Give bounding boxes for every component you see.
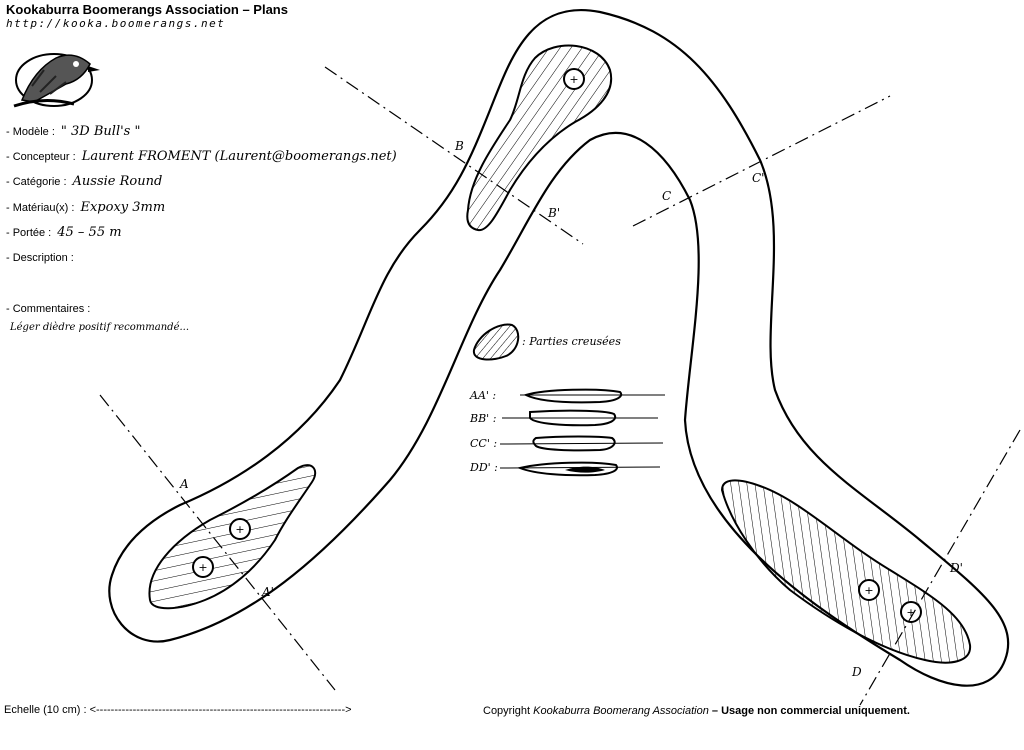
comment-text: Léger dièdre positif recommandé... <box>10 322 190 333</box>
cross-section-label-dd: DD' : <box>469 461 498 474</box>
scale-arrow: <---------------------------------------… <box>89 704 352 716</box>
plan-title: Kookaburra Boomerangs Association – Plan… <box>6 2 288 17</box>
copyright-usage: – Usage non commercial uniquement. <box>711 705 910 717</box>
section-label-d: D <box>851 665 862 679</box>
field-model-value: " 3D Bull's " <box>60 124 141 139</box>
section-label-d-prime: D' <box>949 561 963 575</box>
screw-hole-icon: + <box>858 579 880 601</box>
field-category: - Catégorie : Aussie Round <box>6 174 162 189</box>
svg-text:+: + <box>198 561 207 574</box>
copyright: Copyright Kookaburra Boomerang Associati… <box>483 705 910 717</box>
section-line-bb <box>324 66 584 245</box>
section-label-c-prime: C' <box>752 171 764 185</box>
svg-text:+: + <box>235 523 244 536</box>
screw-hole-icon: + <box>192 556 214 578</box>
cross-section-aa <box>523 388 623 404</box>
legend-hollow-label: : Parties creusées <box>522 335 621 348</box>
section-label-b: B <box>454 139 464 153</box>
field-comments-label: - Commentaires : <box>6 303 91 315</box>
scale-label: Echelle (10 cm) : <box>4 704 87 716</box>
svg-text:+: + <box>864 584 873 597</box>
field-material: - Matériau(x) : Expoxy 3mm <box>6 200 165 215</box>
field-description-label: - Description : <box>6 252 74 264</box>
cross-section-bb <box>529 409 617 427</box>
field-material-label: - Matériau(x) : <box>6 202 75 214</box>
copyright-prefix: Copyright <box>483 705 531 717</box>
screw-hole-icon: + <box>563 68 585 90</box>
legend-hollow-swatch <box>472 323 520 361</box>
svg-text:+: + <box>906 606 915 619</box>
section-label-c: C <box>662 189 671 203</box>
field-category-value: Aussie Round <box>72 174 163 189</box>
field-model: - Modèle : " 3D Bull's " <box>6 124 140 139</box>
cross-section-label-bb: BB' : <box>469 412 496 425</box>
screw-hole-icon: + <box>229 518 251 540</box>
field-model-label: - Modèle : <box>6 126 55 138</box>
field-range-label: - Portée : <box>6 227 52 239</box>
section-label-a: A <box>179 477 189 491</box>
site-url[interactable]: http://kooka.boomerangs.net <box>6 17 226 30</box>
header: Kookaburra Boomerangs Association – Plan… <box>6 2 288 31</box>
cross-section-label-cc: CC' : <box>470 437 497 450</box>
section-line-aa <box>99 394 336 691</box>
field-designer-value: Laurent FROMENT (Laurent@boomerangs.net) <box>81 149 397 164</box>
field-designer: - Concepteur : Laurent FROMENT (Laurent@b… <box>6 149 397 164</box>
field-description: - Description : <box>6 250 80 265</box>
copyright-org: Kookaburra Boomerang Association <box>533 705 709 717</box>
section-line-dd <box>859 429 1021 706</box>
hollowed-area-b <box>466 44 613 232</box>
kookaburra-logo-icon <box>13 53 100 108</box>
section-line-cc <box>632 95 891 227</box>
field-range-value: 45 – 55 m <box>57 225 122 240</box>
field-designer-label: - Concepteur : <box>6 151 76 163</box>
section-label-b-prime: B' <box>547 206 560 220</box>
field-range: - Portée : 45 – 55 m <box>6 225 122 240</box>
boomerang-outline <box>108 9 1010 687</box>
screw-hole-icon: + <box>900 601 922 623</box>
field-category-label: - Catégorie : <box>6 176 67 188</box>
cross-section-label-aa: AA' : <box>469 389 496 402</box>
cross-section-dd <box>516 461 618 477</box>
field-comments: - Commentaires : <box>6 301 96 316</box>
svg-text:+: + <box>569 73 578 86</box>
section-label-a-prime: A' <box>261 585 274 599</box>
scale-bar: Echelle (10 cm) : <---------------------… <box>4 704 352 716</box>
field-material-value: Expoxy 3mm <box>80 200 166 215</box>
hollowed-area-d <box>720 479 972 664</box>
